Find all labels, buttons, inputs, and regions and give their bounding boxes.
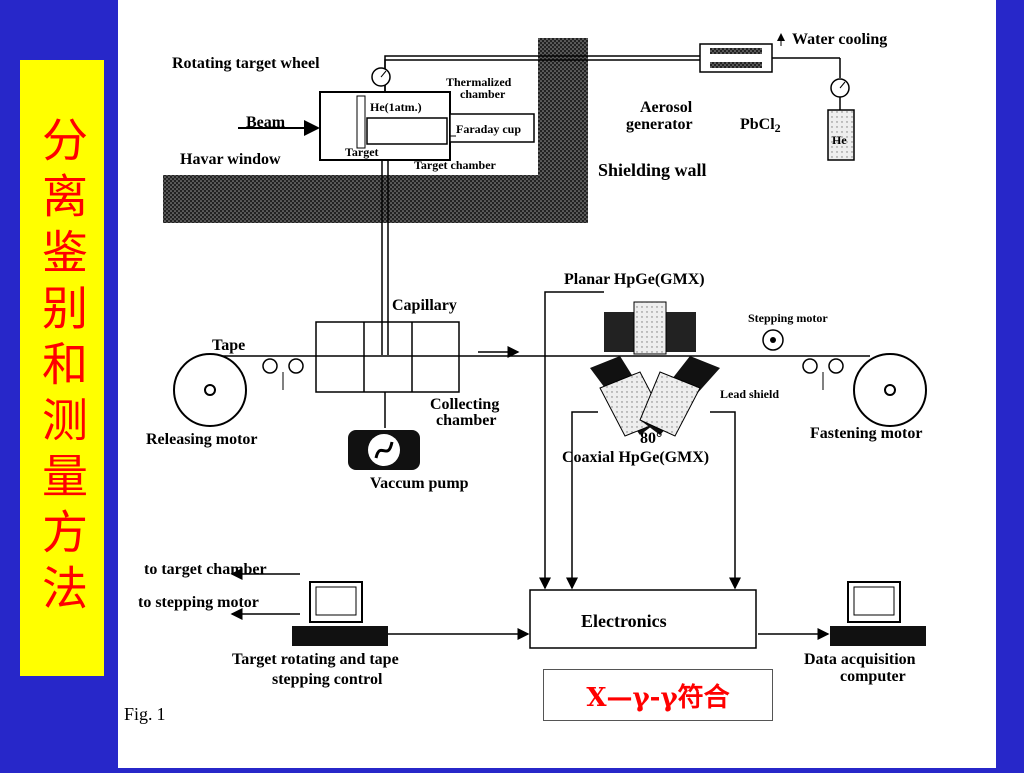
tape-path [210,346,870,358]
label-tape: Tape [212,337,245,354]
diagram-canvas: Rotating target wheel Beam Havar window … [118,0,996,768]
label-planar-hpge: Planar HpGe(GMX) [564,271,705,288]
label-aerosol-2: generator [626,116,693,133]
planar-detector [604,301,696,355]
label-daq-2: computer [840,668,906,685]
label-lead-shield: Lead shield [720,387,779,401]
label-aerosol-1: Aerosol [640,99,693,116]
label-beam: Beam [246,114,286,131]
label-coaxial-hpge: Coaxial HpGe(GMX) [562,449,709,466]
fastening-motor-reel [802,353,927,427]
label-to-stepping-motor: to stepping motor [138,594,259,611]
label-stepping-motor: Stepping motor [748,311,828,325]
aerosol-generator [699,33,785,73]
label-target-chamber: Target chamber [414,158,497,172]
label-releasing-motor: Releasing motor [146,431,258,448]
label-collecting-2: chamber [436,412,496,429]
label-he-bottle: He [832,133,847,147]
vaccum-pump [348,430,420,470]
label-pbcl2: PbCl2 [740,116,781,135]
coincidence-label: X—γ-γ符合 [586,682,730,713]
title-box: 分离鉴别和测量方法 [20,60,104,676]
daq-computer-icon [830,581,926,646]
collecting-chamber [315,321,460,428]
label-capillary: Capillary [392,297,457,314]
label-shielding-wall: Shielding wall [598,160,707,180]
label-thermalized-2: chamber [460,87,506,101]
he-bottle [827,109,855,161]
label-he-atm: He(1atm.) [370,100,422,114]
label-angle: 80° [640,430,662,447]
fig-label: Fig.1 [124,704,166,724]
label-daq-1: Data acquisition [804,651,916,668]
label-faraday-cup: Faraday cup [456,122,521,136]
control-computer-icon [292,581,388,646]
experiment-diagram: Rotating target wheel Beam Havar window … [124,31,927,724]
label-thermalized-1: Thermalized [446,75,512,89]
label-electronics: Electronics [581,611,667,631]
target-chamber [319,91,535,161]
releasing-motor-reel [173,353,304,427]
label-vaccum-pump: Vaccum pump [370,475,469,492]
shielding-wall [163,38,588,223]
right-bar [996,0,1024,768]
electronics-box [529,589,757,649]
coaxial-detectors [590,356,720,437]
label-rotating-target-wheel: Rotating target wheel [172,55,320,72]
slide-title: 分离鉴别和测量方法 [35,116,89,620]
label-control-1: Target rotating and tape [232,651,399,668]
coincidence-box: X—γ-γ符合 [543,669,773,721]
label-to-target-chamber: to target chamber [144,561,267,578]
signal-wires [230,291,830,640]
label-collecting-1: Collecting [430,396,499,413]
label-control-2: stepping control [272,671,383,688]
label-fastening-motor: Fastening motor [810,425,922,442]
label-water-cooling: Water cooling [792,31,887,48]
label-havar-window: Havar window [180,151,281,168]
label-target: Target [345,145,379,159]
